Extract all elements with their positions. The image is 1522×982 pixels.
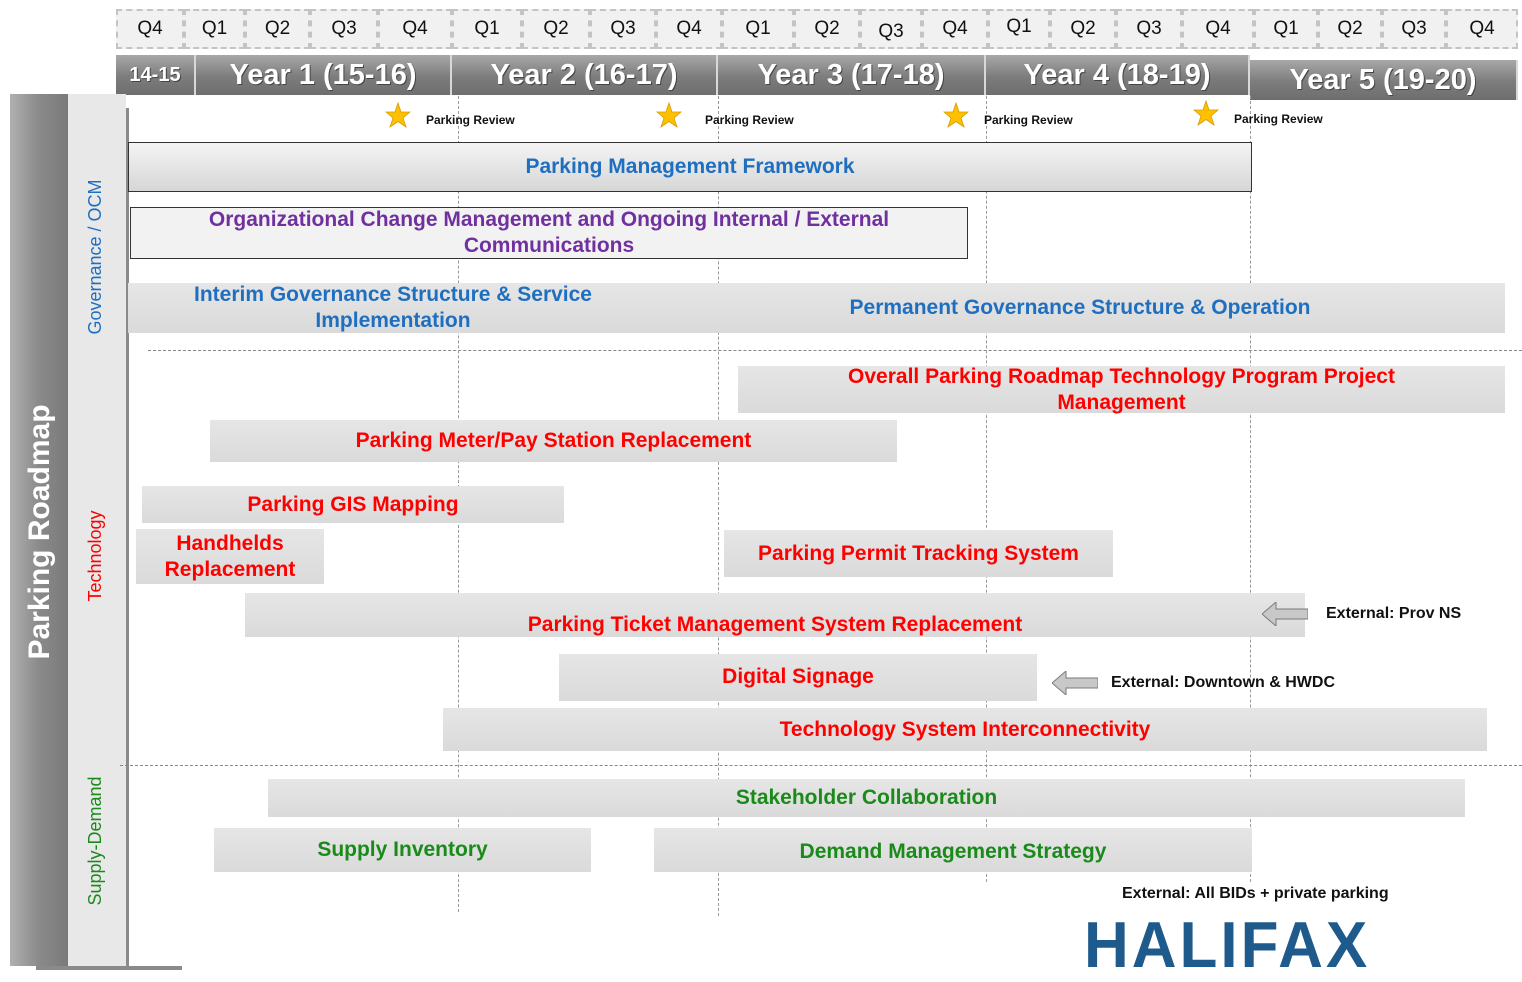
quarter-label: Q3 [310, 9, 378, 49]
left-arrow-icon [1262, 602, 1308, 626]
task-bar-meter-pay-station: Parking Meter/Pay Station Replacement [210, 420, 897, 462]
milestone-star-icon [656, 102, 682, 128]
year-divider [1250, 96, 1251, 882]
task-bar-digital-signage: Digital Signage [559, 654, 1037, 701]
task-bar-overall-technology-program: Overall Parking Roadmap Technology Progr… [738, 365, 1505, 414]
task-bar-organizational-change-management: Organizational Change Management and Ong… [130, 207, 968, 259]
quarter-label: Q3 [590, 9, 656, 49]
year-label: Year 4 (18-19) [986, 55, 1250, 95]
external-dependency-label: External: Prov NS [1326, 605, 1462, 622]
roadmap-title-band [10, 94, 68, 966]
section-supply-demand-label: Supply-Demand [85, 776, 105, 906]
year-label: Year 2 (16-17) [452, 55, 718, 95]
task-bar-stakeholder-collaboration: Stakeholder Collaboration [268, 779, 1465, 817]
task-bar-parking-management-framework: Parking Management Framework [128, 142, 1252, 192]
quarter-label: Q2 [1050, 9, 1116, 49]
task-bar-gis-mapping: Parking GIS Mapping [142, 486, 564, 523]
quarter-label: Q1 [1254, 9, 1318, 49]
milestone-star-icon [943, 102, 969, 128]
axis-line [126, 108, 129, 968]
year-divider [718, 96, 719, 916]
quarter-label: Q3 [860, 9, 922, 49]
quarter-label: Q1 [184, 9, 245, 49]
quarter-label: Q3 [1116, 9, 1182, 49]
task-bar-handhelds-replacement: Handhelds Replacement [136, 529, 324, 584]
task-bar-permit-tracking: Parking Permit Tracking System [724, 530, 1113, 577]
quarter-label: Q1 [452, 9, 522, 49]
left-arrow-icon [1052, 671, 1098, 695]
quarter-label: Q4 [656, 9, 722, 49]
milestone-label: Parking Review [426, 113, 515, 127]
quarter-label: Q2 [245, 9, 310, 49]
task-bar-interim-governance: Interim Governance Structure & Service I… [194, 283, 592, 332]
halifax-logo: HALIFAX [1084, 909, 1371, 982]
task-bar-supply-inventory: Supply Inventory [214, 828, 591, 872]
year-divider [986, 96, 987, 882]
task-bar-ticket-management: Parking Ticket Management System Replace… [245, 593, 1305, 637]
quarter-label: Q1 [988, 9, 1050, 49]
section-technology-label: Technology [85, 510, 105, 602]
quarter-label: Q2 [522, 9, 590, 49]
milestone-label: Parking Review [705, 113, 794, 127]
task-bar-demand-management: Demand Management Strategy [654, 828, 1252, 872]
quarter-label: Q4 [922, 9, 988, 49]
quarter-label: Q2 [1318, 9, 1382, 49]
quarter-label: Q2 [794, 9, 860, 49]
task-bar-permanent-governance: Permanent Governance Structure & Operati… [849, 296, 1311, 319]
quarter-label: Q4 [378, 9, 452, 49]
section-separator [120, 765, 1522, 766]
section-governance-label: Governance / OCM [85, 179, 105, 335]
quarter-label: Q3 [1382, 9, 1446, 49]
quarter-label: Q4 [1182, 9, 1254, 49]
quarter-label: Q4 [1446, 9, 1518, 49]
year-label: Year 3 (17-18) [718, 55, 986, 95]
external-dependency-label: External: All BIDs + private parking [1122, 885, 1389, 902]
year-label: Year 5 (19-20) [1250, 60, 1518, 100]
milestone-star-icon [1193, 100, 1219, 126]
milestone-label: Parking Review [1234, 112, 1323, 126]
quarter-label: Q1 [722, 9, 794, 49]
milestone-star-icon [385, 102, 411, 128]
task-bar-system-interconnectivity: Technology System Interconnectivity [443, 708, 1487, 751]
governance-structure-bar [128, 283, 1505, 333]
year-label: Year 1 (15-16) [196, 55, 452, 95]
year-label: 14-15 [116, 55, 196, 95]
quarter-label: Q4 [116, 9, 184, 49]
bottom-rule [36, 966, 182, 970]
section-label-band [68, 94, 126, 966]
milestone-label: Parking Review [984, 113, 1073, 127]
section-separator [148, 350, 1522, 351]
external-dependency-label: External: Downtown & HWDC [1111, 674, 1335, 691]
roadmap-title: Parking Roadmap [23, 404, 56, 660]
